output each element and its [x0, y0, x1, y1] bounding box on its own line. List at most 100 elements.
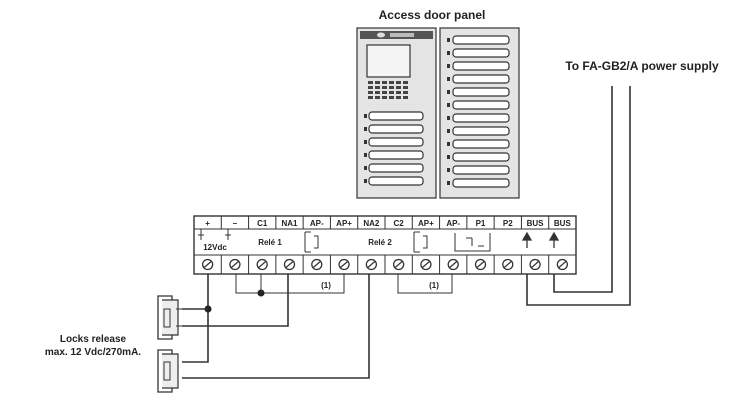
call-button	[452, 178, 510, 188]
call-button-indicator	[447, 64, 450, 68]
call-button	[452, 113, 510, 123]
keypad-key	[389, 86, 394, 89]
call-button-indicator	[447, 116, 450, 120]
keypad-key	[368, 81, 373, 84]
call-button	[452, 61, 510, 71]
keypad-key	[396, 96, 401, 99]
panel-display	[366, 44, 411, 78]
keypad-key	[382, 86, 387, 89]
locks-label-line2: max. 12 Vdc/270mA.	[45, 347, 141, 358]
screw-slot	[422, 261, 430, 268]
call-button-indicator	[447, 38, 450, 42]
call-button	[368, 124, 424, 134]
call-button	[452, 100, 510, 110]
panel-right-buttons	[447, 35, 510, 188]
call-button-indicator	[364, 166, 367, 170]
lock-power-wire	[182, 274, 209, 363]
call-button	[368, 137, 424, 147]
call-button	[452, 35, 510, 45]
lock-release-1-icon	[157, 295, 182, 340]
call-button-indicator	[364, 127, 367, 131]
call-button-indicator	[447, 129, 450, 133]
na2-lock-wire	[182, 274, 370, 379]
call-button-indicator	[447, 77, 450, 81]
call-button-indicator	[364, 140, 367, 144]
terminal-label: BUS	[527, 219, 545, 228]
panel-left-buttons	[364, 111, 424, 186]
keypad-key	[375, 91, 380, 94]
access-door-panel	[356, 27, 520, 199]
screw-slot	[340, 261, 348, 268]
keypad-key	[403, 81, 408, 84]
call-button-indicator	[447, 181, 450, 185]
terminal-dividers	[220, 216, 550, 274]
call-button-indicator	[364, 153, 367, 157]
screw-slot	[503, 261, 512, 268]
call-button	[452, 165, 510, 175]
group-rele1-label: Relé 1	[258, 238, 282, 247]
ap-contact-2-icon	[413, 231, 428, 253]
bridge-wire-1	[235, 274, 345, 294]
camera-lens-icon	[377, 32, 385, 38]
call-button	[452, 139, 510, 149]
screw-slot	[449, 261, 458, 268]
ap-contact-1-icon	[304, 231, 319, 253]
screw-slot	[476, 261, 485, 268]
call-button	[368, 176, 424, 186]
na1-lock-wire	[182, 274, 289, 327]
call-button-indicator	[447, 51, 450, 55]
terminal-label: +	[205, 219, 210, 228]
power-supply-label: To FA-GB2/A power supply	[565, 59, 719, 73]
terminal-label: C2	[394, 219, 405, 228]
call-button	[452, 74, 510, 84]
terminal-screws	[201, 258, 569, 271]
terminal-label: NA1	[281, 219, 298, 228]
push-switch-icon	[454, 233, 491, 252]
keypad-key	[375, 86, 380, 89]
call-button-indicator	[447, 168, 450, 172]
keypad-key	[375, 81, 380, 84]
call-button	[452, 152, 510, 162]
keypad-key	[382, 81, 387, 84]
terminal-label: AP-	[446, 219, 460, 228]
terminal-label: P2	[503, 219, 513, 228]
screw-slot	[285, 261, 294, 268]
screw-slot	[531, 261, 539, 268]
keypad-key	[368, 91, 373, 94]
keypad-key	[403, 96, 408, 99]
call-button	[452, 48, 510, 58]
terminal-label: AP-	[310, 219, 324, 228]
terminal-label: C1	[257, 219, 268, 228]
terminal-label: BUS	[554, 219, 572, 228]
locks-label-line1: Locks release	[60, 334, 127, 345]
call-button-indicator	[447, 90, 450, 94]
keypad-key	[389, 91, 394, 94]
call-button	[452, 126, 510, 136]
keypad-key	[403, 91, 408, 94]
screw-slot	[231, 261, 239, 268]
wiring	[182, 86, 631, 379]
call-button-indicator	[447, 142, 450, 146]
keypad-key	[389, 81, 394, 84]
brand-logo	[390, 33, 414, 37]
bus-wire-1	[526, 86, 631, 306]
group-12vdc-label: 12Vdc	[203, 243, 227, 252]
terminal-label: NA2	[363, 219, 380, 228]
keypad-key	[368, 86, 373, 89]
keypad-key	[368, 96, 373, 99]
panel-keypad	[368, 81, 408, 99]
terminal-label: –	[233, 219, 238, 228]
bridge-wire-2	[397, 274, 453, 294]
call-button	[368, 150, 424, 160]
screw-slot	[258, 261, 267, 268]
keypad-key	[396, 86, 401, 89]
terminal-label: AP+	[418, 219, 434, 228]
note-2: (1)	[429, 281, 439, 290]
call-button-indicator	[364, 179, 367, 183]
call-button-indicator	[364, 114, 367, 118]
bus-arrow-1-icon	[521, 231, 533, 248]
screw-slot	[558, 261, 567, 268]
